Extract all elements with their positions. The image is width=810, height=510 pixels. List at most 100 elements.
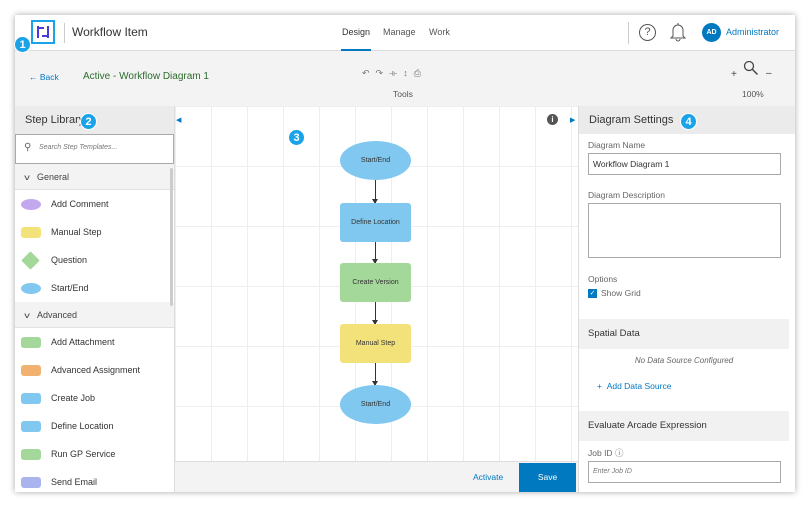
app-window: Workflow Item Design Manage Work ? AD Ad…: [15, 15, 795, 492]
no-data-source-text: No Data Source Configured: [634, 356, 734, 365]
diagram-node[interactable]: Create Version: [340, 263, 411, 302]
step-swatch-icon: [21, 421, 41, 432]
arcade-expression-header: Evaluate Arcade Expression: [579, 411, 789, 441]
list-item[interactable]: Add Comment: [15, 190, 174, 218]
tools-label: Tools: [393, 89, 413, 99]
diagram-node[interactable]: Start/End: [340, 385, 411, 424]
diagram-settings-panel: Diagram Settings Diagram Name Workflow D…: [578, 106, 795, 492]
show-grid-label: Show Grid: [601, 288, 641, 298]
list-item[interactable]: Add Attachment: [15, 328, 174, 356]
diagram-node[interactable]: Start/End: [340, 141, 411, 180]
step-swatch-icon: [21, 365, 41, 376]
tab-work[interactable]: Work: [429, 27, 450, 37]
list-item[interactable]: Question: [15, 246, 174, 274]
step-swatch-icon: [21, 283, 41, 294]
step-library-panel: Step Library ⚲ Search Step Templates... …: [15, 106, 175, 492]
connector-arrow[interactable]: [372, 363, 378, 386]
tab-design[interactable]: Design: [341, 15, 372, 51]
step-swatch-icon: [21, 477, 41, 488]
callout-badge: 4: [680, 113, 697, 130]
info-icon[interactable]: ⓘ: [614, 448, 624, 458]
diagram-description-label: Diagram Description: [588, 190, 665, 200]
step-swatch-icon: [21, 393, 41, 404]
zoom-icon: [743, 60, 759, 81]
avatar[interactable]: AD: [702, 23, 721, 42]
notification-bell-icon[interactable]: [669, 22, 687, 47]
header: Workflow Item Design Manage Work ? AD Ad…: [15, 15, 795, 51]
list-item[interactable]: Send Email: [15, 468, 174, 492]
section-general[interactable]: v General: [15, 164, 174, 190]
step-swatch-icon: [21, 449, 41, 460]
diagram-name-label: Diagram Name: [588, 140, 646, 150]
list-item[interactable]: Start/End: [15, 274, 174, 302]
job-id-input[interactable]: Enter Job ID: [588, 461, 781, 483]
divider: [628, 22, 629, 44]
add-data-source-label: Add Data Source: [606, 381, 672, 391]
connector-arrow[interactable]: [372, 242, 378, 264]
back-label: Back: [39, 72, 59, 82]
callout-badge: 2: [80, 113, 97, 130]
back-button[interactable]: ← Back: [29, 72, 59, 82]
print-icon[interactable]: ⎙: [413, 68, 427, 78]
app-logo-icon[interactable]: [31, 20, 55, 44]
tab-manage[interactable]: Manage: [383, 27, 416, 37]
zoom-out-button[interactable]: –: [766, 68, 772, 79]
list-item[interactable]: Advanced Assignment: [15, 356, 174, 384]
step-label: Advanced Assignment: [51, 365, 141, 375]
step-library-title: Step Library: [25, 114, 85, 126]
expand-right-icon[interactable]: ▶: [570, 117, 576, 124]
list-item[interactable]: Manual Step: [15, 218, 174, 246]
zoom-in-button[interactable]: +: [731, 69, 737, 80]
step-swatch-icon: [21, 337, 41, 348]
diagram-description-input[interactable]: [588, 203, 781, 258]
chevron-down-icon: v: [24, 173, 30, 182]
app-title: Workflow Item: [72, 25, 148, 39]
info-icon[interactable]: i: [547, 114, 558, 125]
step-label: Start/End: [51, 283, 89, 293]
section-label: General: [37, 172, 70, 182]
step-label: Send Email: [51, 477, 98, 487]
chevron-down-icon: v: [24, 311, 30, 320]
step-label: Define Location: [51, 421, 114, 431]
scrollbar[interactable]: [170, 168, 173, 306]
user-name[interactable]: Administrator: [726, 27, 780, 37]
job-id-label: Job ID ⓘ: [588, 448, 624, 458]
save-button[interactable]: Save: [519, 463, 576, 492]
show-grid-checkbox[interactable]: ✓: [588, 289, 597, 298]
options-label: Options: [588, 274, 618, 284]
list-item[interactable]: Define Location: [15, 412, 174, 440]
list-item[interactable]: Create Job: [15, 384, 174, 412]
callout-badge: 3: [288, 129, 305, 146]
align-vertical-icon[interactable]: ↕: [403, 68, 414, 78]
redo-icon[interactable]: ↷: [375, 68, 390, 78]
divider: [64, 23, 65, 43]
undo-icon[interactable]: ↶: [362, 68, 376, 78]
diagram-name-input[interactable]: Workflow Diagram 1: [588, 153, 781, 175]
diagram-node[interactable]: Manual Step: [340, 324, 411, 363]
align-horizontal-icon[interactable]: ⟛: [389, 68, 404, 78]
activate-button[interactable]: Activate: [473, 472, 504, 482]
step-swatch-icon: [21, 251, 40, 270]
step-label: Add Comment: [51, 199, 109, 209]
step-label: Add Attachment: [51, 337, 115, 347]
canvas-footer: Activate Save: [175, 461, 578, 492]
step-label: Question: [51, 255, 88, 265]
list-item[interactable]: Run GP Service: [15, 440, 174, 468]
connector-arrow[interactable]: [372, 302, 378, 325]
add-data-source-button[interactable]: + Add Data Source: [597, 381, 672, 391]
connector-arrow[interactable]: [372, 180, 378, 204]
search-placeholder: Search Step Templates...: [39, 144, 118, 151]
collapse-left-icon[interactable]: ◀: [176, 117, 182, 124]
zoom-level: 100%: [742, 89, 764, 99]
search-input[interactable]: ⚲ Search Step Templates...: [15, 134, 174, 164]
toolbar: ← Back Active - Workflow Diagram 1 ↶↷⟛↕⎙…: [15, 51, 795, 106]
diagram-node[interactable]: Define Location: [340, 203, 411, 242]
step-label: Manual Step: [51, 227, 102, 237]
help-icon[interactable]: ?: [639, 24, 656, 41]
search-icon: ⚲: [24, 142, 32, 153]
step-swatch-icon: [21, 227, 41, 238]
step-label: Create Job: [51, 393, 96, 403]
step-library-header: Step Library: [15, 106, 174, 134]
